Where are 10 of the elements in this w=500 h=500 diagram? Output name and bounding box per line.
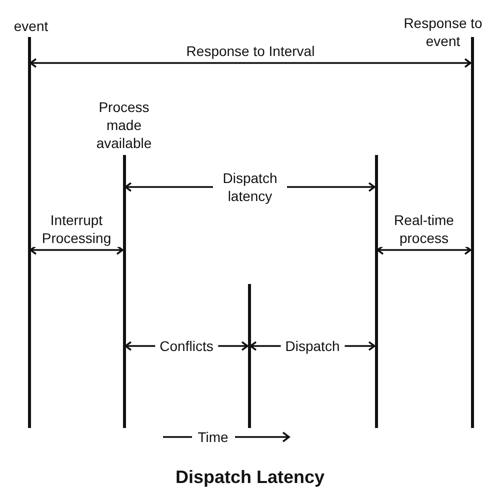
timeline-label: event bbox=[12, 17, 50, 35]
double-arrow bbox=[30, 58, 472, 68]
timeline-bar bbox=[248, 284, 250, 428]
timeline-label: Process made available bbox=[95, 98, 153, 152]
time-label: Time bbox=[198, 428, 228, 446]
double-arrow bbox=[30, 245, 124, 255]
double-arrow bbox=[376, 245, 472, 255]
timeline-label: Response to event bbox=[402, 14, 484, 50]
timeline-bar bbox=[374, 155, 378, 428]
diagram-title: Dispatch Latency bbox=[174, 466, 326, 488]
